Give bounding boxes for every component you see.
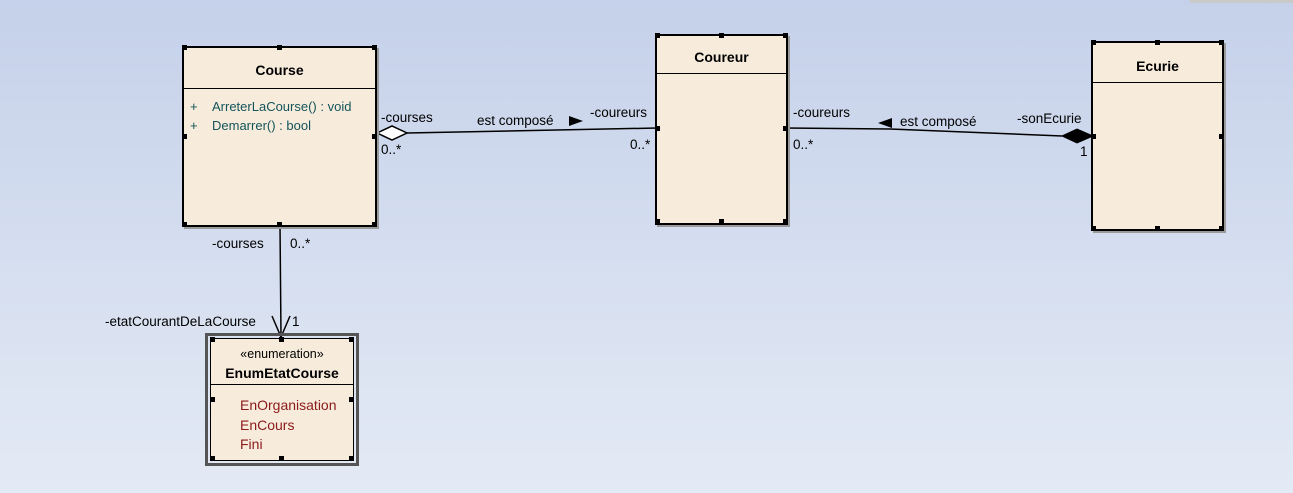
class-course-title: Course [184,48,375,89]
class-coureur[interactable]: Coureur [655,34,788,225]
enum-literal: EnCours [240,417,295,433]
ecurie-handle[interactable] [1091,226,1096,231]
course-handle[interactable] [182,45,187,50]
role-label: -courses [212,236,264,251]
enum-handle[interactable] [349,456,354,461]
visibility-marker: + [190,99,198,114]
operation-signature: ArreterLaCourse() : void [212,99,352,114]
aggregation-diamond [375,125,409,141]
ecurie-handle[interactable] [1219,40,1224,45]
course-handle[interactable] [182,222,187,227]
role-label: -etatCourantDeLaCourse [105,314,256,329]
role-label: -coureurs [793,105,851,120]
course-handle[interactable] [277,222,282,227]
ecurie-handle[interactable] [1091,40,1096,45]
enum-literal: EnOrganisation [240,397,337,413]
class-ecurie-title: Ecurie [1093,43,1222,83]
enum-enumetatcourse[interactable]: «enumeration» EnumEtatCourse [205,333,359,466]
enum-divider [211,384,353,385]
course-handle[interactable] [182,134,187,139]
multiplicity-label: 0..* [290,236,311,251]
class-coureur-title: Coureur [657,36,786,74]
association-name: est composé [900,114,977,129]
course-handle[interactable] [372,45,377,50]
multiplicity-label: 0..* [793,137,814,152]
ecurie-handle[interactable] [1155,226,1160,231]
course-operation: + Demarrer() : bool [190,118,311,133]
class-course[interactable]: Course [182,46,377,227]
enum-handle[interactable] [210,456,215,461]
multiplicity-label: 1 [1080,144,1088,159]
ecurie-handle[interactable] [1219,226,1224,231]
coureur-handle[interactable] [655,126,660,131]
coureur-handle[interactable] [783,126,788,131]
ecurie-handle[interactable] [1091,134,1096,139]
ecurie-handle[interactable] [1155,40,1160,45]
multiplicity-label: 0..* [630,137,651,152]
enum-handle[interactable] [210,337,215,342]
coureur-handle[interactable] [783,33,788,38]
composition-diamond [1060,128,1095,144]
course-handle[interactable] [372,134,377,139]
course-coureur-association[interactable] [375,125,658,141]
ecurie-handle[interactable] [1219,134,1224,139]
class-ecurie[interactable]: Ecurie [1091,41,1224,231]
visibility-marker: + [190,118,198,133]
course-handle[interactable] [372,222,377,227]
course-operation: + ArreterLaCourse() : void [190,99,351,114]
direction-arrow-left-icon [878,118,892,128]
enum-handle[interactable] [279,337,284,342]
multiplicity-label: 1 [292,314,300,329]
coureur-handle[interactable] [719,219,724,224]
role-label: -coureurs [590,105,648,120]
enum-handle[interactable] [279,456,284,461]
role-label: -courses [381,110,433,125]
course-enum-association[interactable] [271,224,291,339]
enum-name: EnumEtatCourse [225,365,339,381]
ecurie-coureur-association[interactable] [784,127,1095,144]
enum-handle[interactable] [349,337,354,342]
role-label: -sonEcurie [1017,111,1082,126]
association-name: est composé [477,113,554,128]
enum-stereotype: «enumeration» [240,347,324,361]
multiplicity-label: 0..* [381,142,402,157]
coureur-handle[interactable] [655,33,660,38]
coureur-handle[interactable] [719,33,724,38]
coureur-handle[interactable] [783,219,788,224]
enum-handle[interactable] [210,397,215,402]
operation-signature: Demarrer() : bool [212,118,311,133]
direction-arrow-right-icon [569,116,583,126]
coureur-handle[interactable] [655,219,660,224]
enum-literal: Fini [240,436,263,452]
enum-handle[interactable] [349,397,354,402]
window-edge-tab [1190,0,1293,3]
course-handle[interactable] [277,45,282,50]
